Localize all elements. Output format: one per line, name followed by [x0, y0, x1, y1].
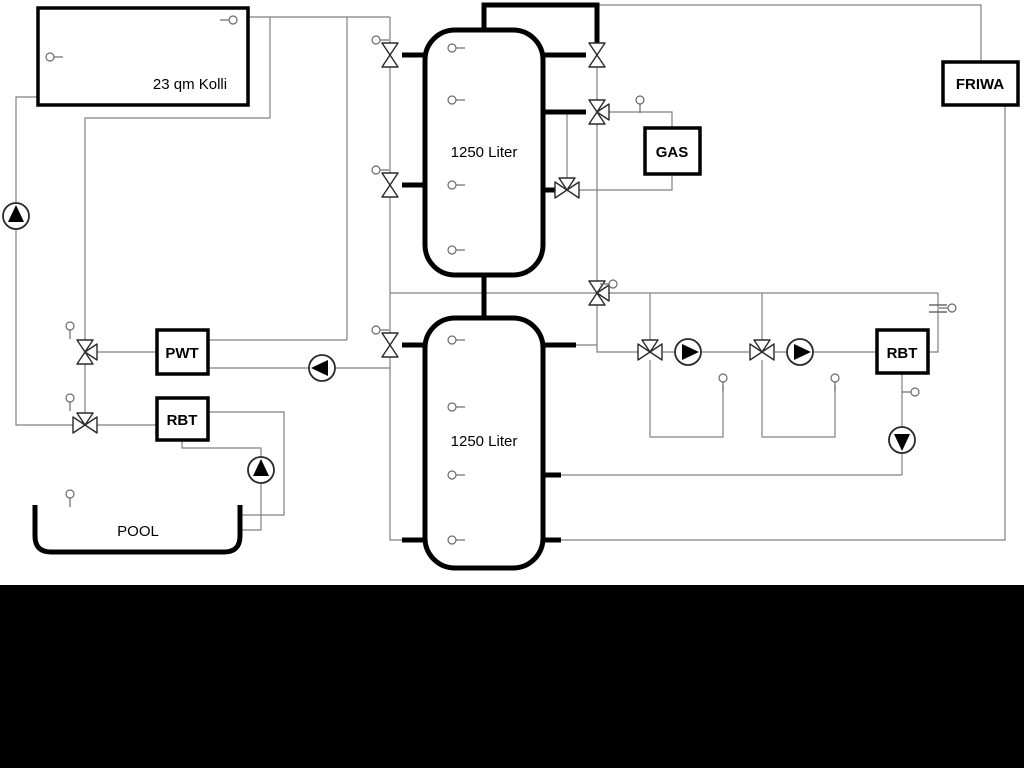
pipe-pwt-secondary-top	[208, 17, 348, 341]
tank-port-stubs	[402, 52, 586, 543]
pipe-loop-circuit-2	[761, 360, 836, 438]
collector-label: 23 qm Kolli	[153, 76, 227, 93]
solar-collector-box	[36, 6, 250, 107]
pipe-network-thick	[402, 2, 600, 543]
buffer-tank-bottom-label: 1250 Liter	[451, 433, 518, 450]
rbt-left-label: RBT	[167, 412, 198, 429]
buffer-tank-bottom	[422, 315, 546, 571]
pipe-collector-branch	[84, 17, 271, 341]
friwa-station-box	[941, 60, 1020, 107]
pool-label: POOL	[117, 523, 159, 540]
pipe-gas-return	[556, 175, 673, 191]
pipe-pool-supply	[208, 411, 285, 516]
pipe-friwa-cold	[560, 105, 1006, 541]
heating-pump-2-icon	[786, 338, 814, 366]
rbt-right-box	[875, 328, 930, 375]
pipe-hot-riser	[596, 66, 639, 353]
solar-pump-icon	[2, 202, 30, 230]
pipe-friwa-hot	[597, 4, 982, 62]
buffer-tank-top-label: 1250 Liter	[451, 144, 518, 161]
gas-boiler-box	[643, 126, 702, 176]
pipe-gas-supply	[608, 111, 673, 128]
pool-pump-icon	[247, 456, 275, 484]
pipe-solar-return	[15, 96, 73, 426]
heating-pump-1-icon	[674, 338, 702, 366]
buffer-tank-top	[422, 27, 546, 278]
pipe-return-main	[560, 373, 903, 476]
rbt-left-box	[155, 396, 210, 442]
pipe-top-header	[481, 2, 600, 44]
pipe-loop-circuit-1	[649, 360, 724, 438]
return-pump-icon	[888, 426, 916, 454]
pipe-pool-return	[181, 440, 262, 531]
pwt-label: PWT	[165, 345, 198, 362]
pipe-network-thin	[15, 4, 1006, 541]
friwa-label: FRIWA	[956, 76, 1004, 93]
pwt-pump-icon	[308, 354, 336, 382]
gas-boiler-label: GAS	[656, 144, 689, 161]
rbt-right-label: RBT	[887, 345, 918, 362]
pool-vessel	[32, 505, 243, 555]
pwt-heat-exchanger-box	[155, 328, 210, 376]
